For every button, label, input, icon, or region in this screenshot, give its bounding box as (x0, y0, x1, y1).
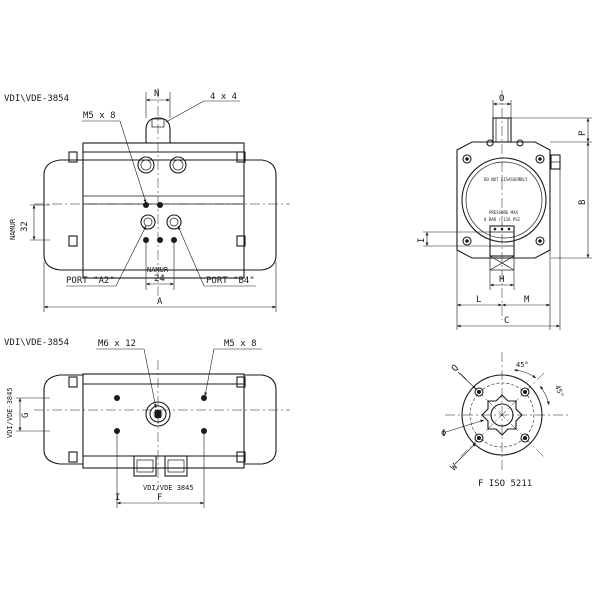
namur-side-value: 32 (20, 221, 30, 232)
star-drive (481, 394, 523, 436)
bottom-standard-bottom: VDI/VDE 3845 (143, 484, 194, 492)
dim-l: L (476, 295, 481, 305)
bottom-hole (201, 395, 207, 401)
bottom-hole (114, 395, 120, 401)
bottom-port-right (164, 455, 188, 477)
dim-f: F (157, 493, 162, 503)
dim-n: N (154, 89, 159, 99)
side-end-cover (461, 157, 547, 243)
port-b4-label: PORT "B4" (206, 276, 255, 286)
bottom-thread-left-label: M6 x 12 (98, 339, 136, 349)
bottom-dim-i: I (115, 493, 120, 503)
mount-hole (143, 202, 149, 208)
dim-i: I (417, 238, 427, 243)
bottom-thread-right-label: M5 x 8 (224, 339, 257, 349)
front-standard-label: VDI\VDE-3854 (4, 94, 69, 104)
top-port-left (137, 156, 155, 174)
angle-top: 45° (516, 361, 529, 369)
dim-m: M (524, 295, 530, 305)
front-view: VDI\VDE-3854 (4, 88, 290, 312)
port-a2-hole (140, 214, 156, 230)
dim-w: W (449, 462, 460, 473)
bottom-view: VDI\VDE-3854 M6 x 12 (4, 338, 290, 508)
drive-bore (490, 403, 514, 427)
bottom-body (82, 373, 245, 469)
dim-o: O (499, 94, 504, 104)
dim-b: B (578, 200, 588, 205)
namur-side-label: NAMUR (9, 218, 17, 240)
flange-bolt-hole (520, 387, 530, 397)
cover-warning: DO NOT DISASSEMBLY (484, 177, 528, 182)
mount-hole (157, 237, 163, 243)
drive-boss (145, 401, 171, 427)
mount-hole (157, 202, 163, 208)
right-end-cap (244, 159, 277, 271)
port-a2-label: PORT "A2" (66, 276, 115, 286)
mount-hole (171, 237, 177, 243)
flange-view: 45° 45° Q Φ W F ISO 5211 (441, 352, 570, 489)
bottom-hole (114, 428, 120, 434)
angle-side: 45° (553, 384, 565, 399)
bottom-left-cap (43, 374, 83, 465)
dim-c: C (504, 316, 509, 326)
top-port-right (169, 156, 187, 174)
port-b4-hole (166, 214, 182, 230)
namur-bottom-value: 24 (154, 274, 165, 284)
dim-h: H (499, 275, 504, 285)
front-thread-label: M5 x 8 (83, 111, 116, 121)
side-body (456, 141, 551, 259)
cap-bolt (236, 235, 246, 247)
cover-pressure: PRESSURE MAX (489, 210, 518, 215)
namur-bottom-label: NAMUR (147, 266, 169, 274)
mount-hole (143, 237, 149, 243)
bottom-hole (201, 428, 207, 434)
flange-outline (461, 374, 543, 456)
side-view: O DO NOT DISASSEMBLY PRESSURE MAX 8 BAR … (417, 90, 592, 330)
flange-standard-title: F ISO 5211 (478, 479, 532, 489)
bottom-port-left (133, 455, 157, 477)
cap-bolt (68, 235, 78, 247)
flange-bolt-hole (474, 387, 484, 397)
key-size-label: 4 x 4 (210, 92, 237, 102)
bottom-standard-label: VDI\VDE-3854 (4, 338, 69, 348)
actuator-body (82, 142, 245, 279)
flange-bolt-hole (474, 433, 484, 443)
pinion-shaft (145, 117, 171, 143)
bolt-circle (469, 382, 535, 448)
dim-a: A (157, 297, 163, 307)
dim-g: G (21, 413, 31, 418)
dim-phi: Φ (441, 429, 446, 439)
bottom-side-standard: VDI/VDE-3845 (6, 387, 14, 438)
dim-p: P (578, 130, 588, 136)
flange-bolt-hole (520, 433, 530, 443)
bottom-right-cap (244, 374, 277, 465)
cover-pressure-value: 8 BAR / 116 PSI (484, 217, 521, 222)
dim-q: Q (450, 363, 461, 374)
left-end-cap (43, 159, 83, 271)
cap-bolt (68, 151, 78, 163)
